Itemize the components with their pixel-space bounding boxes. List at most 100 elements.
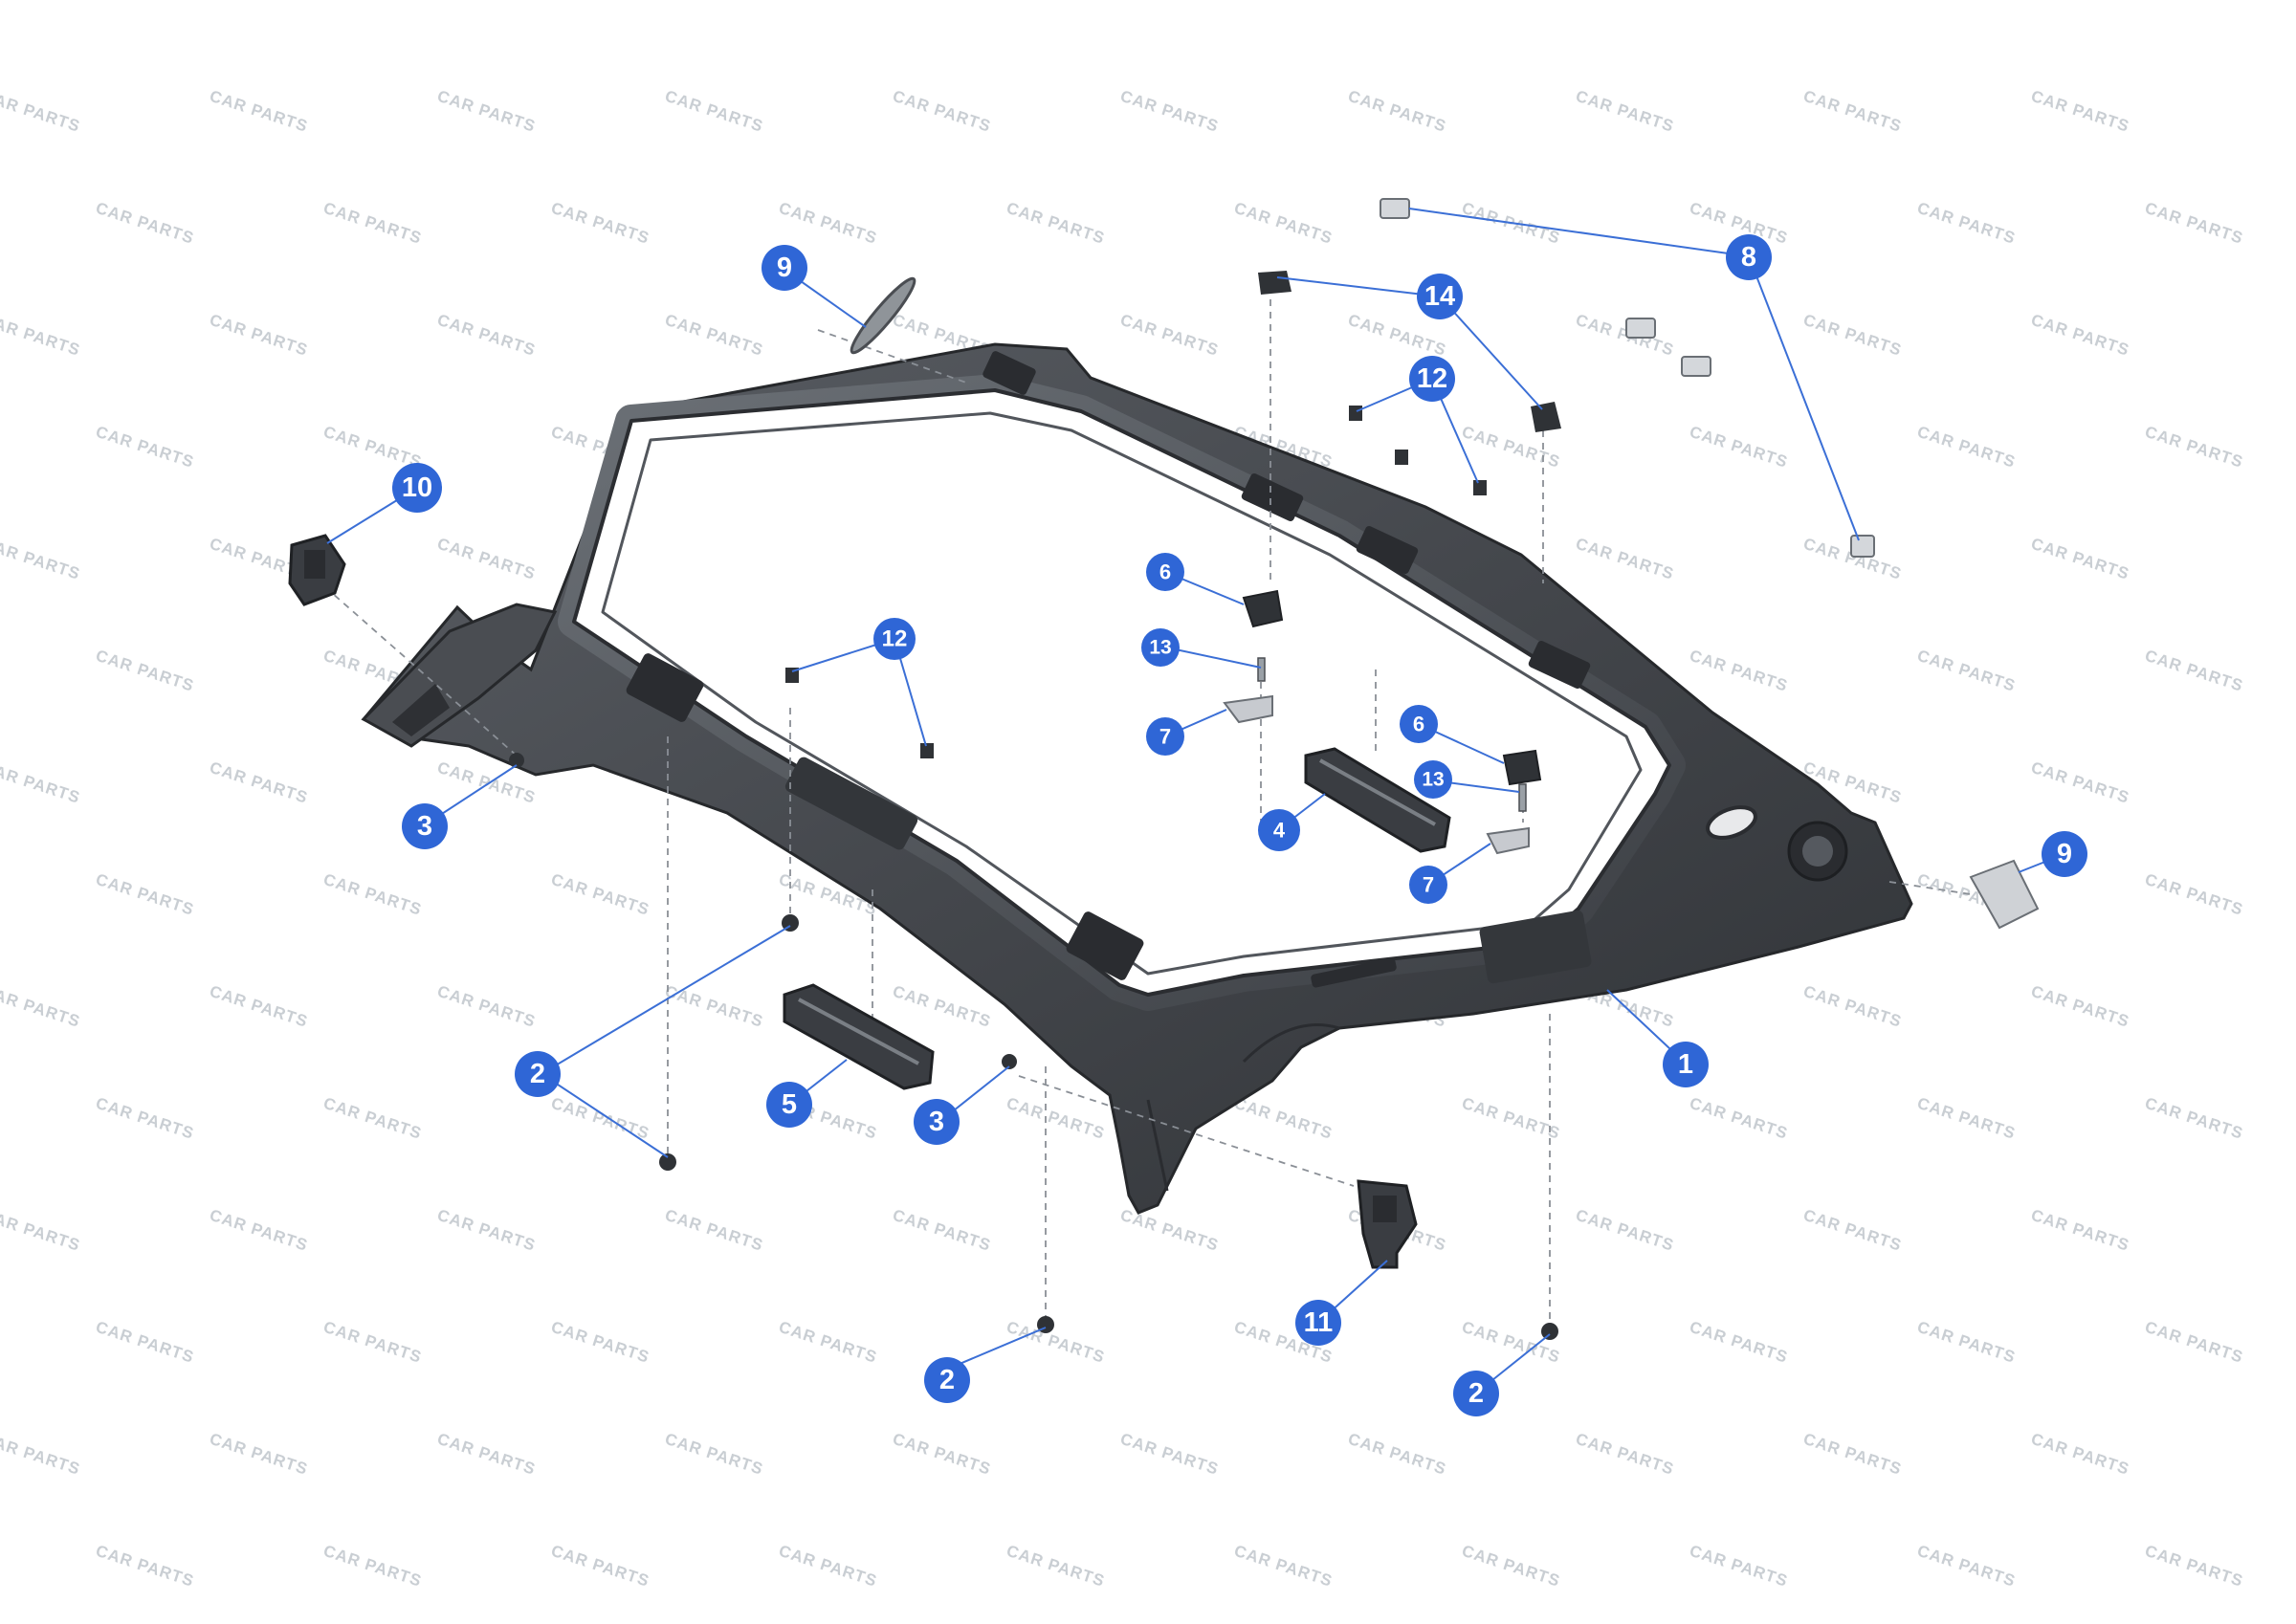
callout-1: 1 (1663, 1042, 1709, 1087)
part-5-grab-handle (783, 983, 935, 1090)
watermark-text: CAR PARTS (1688, 423, 1791, 472)
callout-6: 6 (1400, 705, 1438, 743)
watermark-text: CAR PARTS (94, 1094, 197, 1143)
callout-bubbles: 1 2 2 2 3 3 4 5 6 6 7 7 8 9 9 10 11 12 1… (392, 234, 2087, 1416)
callout-12: 12 (1409, 356, 1455, 402)
watermark-text: CAR PARTS (2143, 423, 2246, 472)
svg-text:5: 5 (782, 1089, 797, 1120)
part-12-nut (1349, 406, 1362, 421)
part-8-clip (1625, 318, 1656, 339)
watermark-text: CAR PARTS (208, 982, 311, 1031)
svg-text:13: 13 (1422, 769, 1444, 791)
callout-11: 11 (1295, 1300, 1341, 1346)
watermark-text: CAR PARTS (1801, 1206, 1905, 1255)
watermark-text: CAR PARTS (663, 1206, 766, 1255)
svg-text:4: 4 (1273, 819, 1286, 843)
watermark-text: CAR PARTS (0, 535, 82, 583)
svg-text:12: 12 (882, 626, 908, 652)
watermark-text: CAR PARTS (435, 311, 539, 360)
watermark-text: CAR PARTS (208, 758, 311, 807)
callout-2: 2 (924, 1357, 970, 1403)
watermark-text: CAR PARTS (94, 1542, 197, 1591)
watermark-text: CAR PARTS (0, 982, 82, 1031)
watermark-text: CAR PARTS (208, 311, 311, 360)
watermark-text: CAR PARTS (1915, 647, 2019, 695)
svg-text:9: 9 (2057, 839, 2072, 869)
watermark-text: CAR PARTS (94, 423, 197, 472)
part-7-hook (1486, 826, 1530, 855)
watermark-text: CAR PARTS (1915, 199, 2019, 248)
watermark-text: CAR PARTS (208, 87, 311, 136)
svg-text:6: 6 (1413, 713, 1424, 736)
watermark-text: CAR PARTS (208, 1430, 311, 1479)
part-2-clip (1541, 1323, 1558, 1340)
watermark-text: CAR PARTS (777, 199, 880, 248)
callout-10: 10 (392, 463, 442, 513)
watermark-text: CAR PARTS (1801, 311, 1905, 360)
part-10-bracket (288, 534, 346, 606)
watermark-text: CAR PARTS (891, 982, 994, 1031)
watermark-text: CAR PARTS (663, 87, 766, 136)
watermark-text: CAR PARTS (1915, 423, 2019, 472)
svg-text:7: 7 (1423, 873, 1434, 897)
svg-text:2: 2 (1468, 1378, 1484, 1409)
watermark-text: CAR PARTS (1232, 1094, 1336, 1143)
watermark-text: CAR PARTS (435, 535, 539, 583)
watermark-text: CAR PARTS (435, 982, 539, 1031)
watermark-text: CAR PARTS (1346, 87, 1449, 136)
svg-text:6: 6 (1159, 560, 1171, 584)
watermark-text: CAR PARTS (1574, 1430, 1677, 1479)
watermark-text: CAR PARTS (435, 1430, 539, 1479)
watermark-text: CAR PARTS (1004, 1318, 1108, 1367)
part-13-screw (1518, 783, 1527, 812)
svg-text:12: 12 (1417, 363, 1447, 394)
watermark-text: CAR PARTS (1460, 1542, 1563, 1591)
headliner-frame-part-1 (361, 342, 1913, 1215)
watermark-text: CAR PARTS (1688, 647, 1791, 695)
watermark-text: CAR PARTS (549, 870, 652, 919)
watermark-text: CAR PARTS (1574, 87, 1677, 136)
watermark-text: CAR PARTS (663, 982, 766, 1031)
watermark-text: CAR PARTS (435, 1206, 539, 1255)
watermark-text: CAR PARTS (321, 1094, 425, 1143)
part-14-bracket (1531, 402, 1561, 432)
watermark-text: CAR PARTS (0, 1206, 82, 1255)
watermark-text: CAR PARTS (2029, 758, 2132, 807)
part-2-clip (782, 914, 799, 932)
watermark-text: CAR PARTS (94, 1318, 197, 1367)
callout-8: 8 (1726, 234, 1772, 280)
watermark-text: CAR PARTS (2143, 647, 2246, 695)
watermark-text: CAR PARTS (1915, 1318, 2019, 1367)
watermark-text: CAR PARTS (2029, 982, 2132, 1031)
watermark-text: CAR PARTS (663, 311, 766, 360)
watermark-text: CAR PARTS (2143, 1542, 2246, 1591)
part-2-clip (659, 1153, 676, 1171)
callout-7: 7 (1146, 717, 1184, 756)
watermark-text: CAR PARTS (321, 423, 425, 472)
part-12-nut (1473, 480, 1487, 495)
watermark-text: CAR PARTS (1801, 87, 1905, 136)
watermark-text: CAR PARTS (2143, 1094, 2246, 1143)
part-13-screw (1257, 657, 1266, 682)
part-8-clip (1380, 198, 1410, 219)
part-9-side-cover (1969, 859, 2040, 930)
part-6-clip (1242, 589, 1284, 628)
svg-text:10: 10 (402, 472, 432, 503)
part-9-rear-cover (850, 276, 916, 355)
watermark-text: CAR PARTS (1915, 1542, 2019, 1591)
callout-12: 12 (873, 618, 916, 660)
watermark-text: CAR PARTS (1232, 1542, 1336, 1591)
watermark-text: CAR PARTS (1460, 1094, 1563, 1143)
callout-3: 3 (402, 803, 448, 849)
watermark-text: CAR PARTS (2029, 311, 2132, 360)
small-components (288, 198, 2040, 1340)
watermark-text: CAR PARTS (2029, 87, 2132, 136)
watermark-text: CAR PARTS (1801, 982, 1905, 1031)
watermark-text: CAR PARTS (777, 1318, 880, 1367)
svg-text:8: 8 (1741, 242, 1756, 273)
watermark-text: CAR PARTS (208, 1206, 311, 1255)
watermark-text: CAR PARTS (1004, 199, 1108, 248)
svg-text:1: 1 (1678, 1049, 1693, 1080)
assembly-guide-lines (315, 287, 1972, 1325)
